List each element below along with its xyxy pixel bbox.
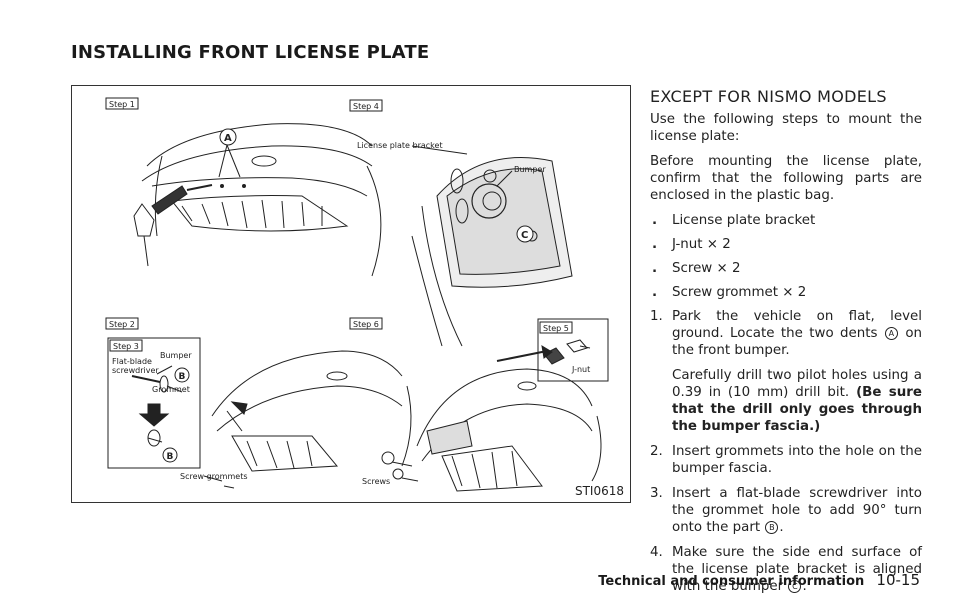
installation-illustration: Step 1 Step 4 Step 2 Step 6 Step 3 Step … bbox=[105, 97, 609, 492]
steps-list: 1. Park the vehicle on flat, level groun… bbox=[650, 308, 922, 595]
chapter-title: Technical and consumer information bbox=[598, 574, 865, 589]
instructions-column: EXCEPT FOR NISMO MODELS Use the followin… bbox=[650, 88, 922, 603]
ref-a-icon: A bbox=[884, 327, 898, 340]
bullet: . bbox=[652, 285, 658, 300]
bullet: . bbox=[652, 237, 658, 252]
step6-label: Step 6 bbox=[353, 320, 379, 329]
label-bumper-step4: Bumper bbox=[514, 165, 546, 174]
label-flat-blade: Flat-blade bbox=[112, 357, 152, 366]
step3-drawing bbox=[131, 365, 183, 447]
label-screwdriver: screwdriver bbox=[112, 366, 159, 375]
parts-list: .License plate bracket .J-nut × 2 .Screw… bbox=[650, 212, 922, 301]
step-item: 2. Insert grommets into the hole on the … bbox=[650, 444, 922, 476]
step4-label: Step 4 bbox=[353, 102, 379, 111]
callout-b-bottom: B bbox=[167, 452, 174, 462]
figure-code: STI0618 bbox=[574, 484, 624, 498]
subsection-heading: EXCEPT FOR NISMO MODELS bbox=[650, 87, 887, 106]
page-number: 10-15 bbox=[876, 571, 920, 589]
page-footer: Technical and consumer information 10-15 bbox=[598, 571, 920, 589]
callout-c: C bbox=[521, 230, 528, 241]
label-jnut: J-nut bbox=[571, 365, 590, 374]
step-item: 1. Park the vehicle on flat, level groun… bbox=[650, 309, 922, 434]
label-grommet: Grommet bbox=[152, 385, 190, 394]
step2-label: Step 2 bbox=[109, 320, 135, 329]
list-item: .License plate bracket bbox=[652, 213, 816, 228]
before-paragraph: Before mounting the license plate, confi… bbox=[650, 154, 922, 203]
step-item: 3. Insert a flat-blade screwdriver into … bbox=[650, 486, 922, 535]
callout-a: A bbox=[224, 133, 232, 144]
step2-drawing bbox=[203, 350, 412, 489]
bullet: . bbox=[652, 261, 658, 276]
ref-b-icon: B bbox=[765, 521, 779, 534]
step1-label: Step 1 bbox=[109, 100, 135, 109]
step3-label: Step 3 bbox=[113, 342, 139, 351]
list-item: .Screw × 2 bbox=[652, 261, 741, 276]
step-item: 4. Make sure the side end surface of the… bbox=[650, 545, 922, 594]
list-item: .Screw grommet × 2 bbox=[652, 285, 807, 300]
step5-label: Step 5 bbox=[543, 324, 569, 333]
label-bumper-step3: Bumper bbox=[160, 351, 192, 360]
label-screw-grommets: Screw grommets bbox=[180, 472, 248, 481]
step1-drawing bbox=[133, 123, 382, 277]
label-screws: Screws bbox=[362, 477, 390, 486]
intro-paragraph: Use the following steps to mount the lic… bbox=[650, 112, 922, 144]
step6-drawing bbox=[381, 345, 602, 492]
section-title: INSTALLING FRONT LICENSE PLATE bbox=[71, 42, 430, 63]
ref-c-icon: C bbox=[788, 580, 802, 593]
callout-b-top: B bbox=[179, 372, 186, 382]
installation-figure: Step 1 Step 4 Step 2 Step 6 Step 3 Step … bbox=[71, 85, 631, 503]
bullet: . bbox=[652, 213, 658, 228]
callouts: A B B C bbox=[162, 128, 534, 463]
step4-drawing bbox=[411, 145, 573, 347]
label-license-plate-bracket: License plate bracket bbox=[357, 141, 443, 150]
figure-labels: License plate bracket Bumper Flat-blade … bbox=[112, 141, 590, 486]
list-item: .J-nut × 2 bbox=[652, 237, 731, 252]
step-labels: Step 1 Step 4 Step 2 Step 6 Step 3 Step … bbox=[105, 97, 573, 352]
